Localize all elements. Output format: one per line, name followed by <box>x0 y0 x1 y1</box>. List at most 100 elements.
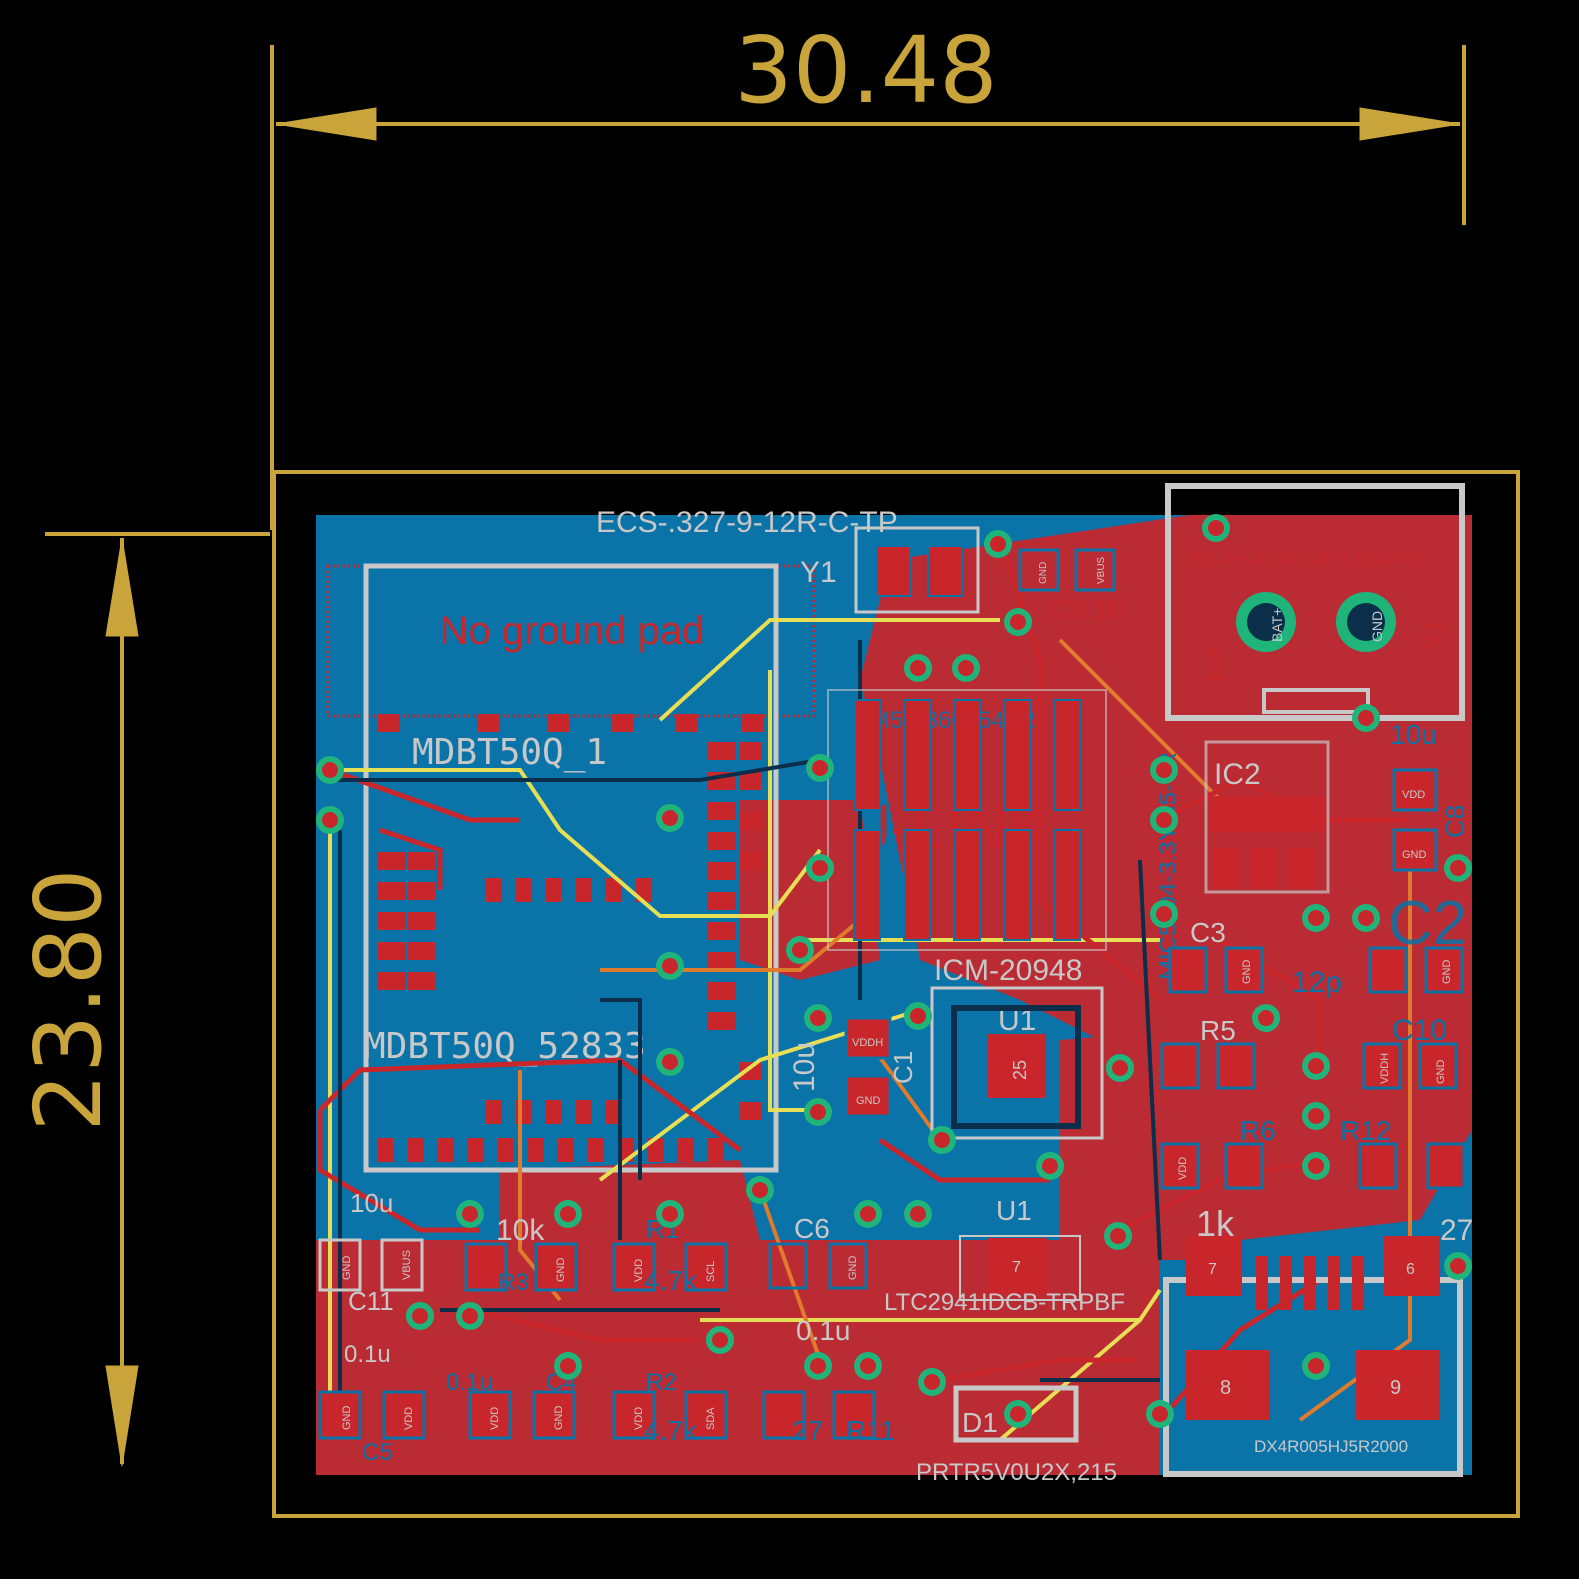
ldo-ref-label: IC2 <box>1214 758 1261 791</box>
ldo-pad-3 <box>1290 848 1316 888</box>
usb-pad-9-number: 9 <box>1390 1377 1401 1399</box>
c8-pad2-net: GND <box>1402 849 1427 861</box>
c10-label: C10 <box>1392 1014 1447 1047</box>
r1-pad2-net: SCL <box>705 1261 717 1282</box>
connector-pin2-label: GND <box>1369 611 1385 642</box>
via-hole <box>812 860 828 876</box>
r1-pad-1 <box>612 1242 656 1292</box>
via-hole <box>1156 906 1172 922</box>
usb-pad-8 <box>1186 1350 1270 1420</box>
c3-pad-1 <box>1168 946 1208 994</box>
r6-pad-2 <box>1224 1142 1264 1190</box>
via-hole <box>910 1206 926 1222</box>
c6-pad2-net: GND <box>847 1256 859 1281</box>
via-hole <box>662 810 678 826</box>
via-hole <box>924 1374 940 1390</box>
c1-value-label: 10u <box>788 1042 821 1092</box>
r11-value-label: 27 <box>792 1415 823 1446</box>
gauge-center-pad <box>988 1238 1048 1294</box>
c11-value-label: 10u <box>350 1188 393 1218</box>
via-hole <box>1042 1158 1058 1174</box>
connector-pin-number: 1 <box>1202 638 1228 690</box>
c8-pad1-net: VDD <box>1402 789 1425 801</box>
c1-label: C1 <box>888 1051 918 1084</box>
c3-pad-2 <box>1224 946 1264 994</box>
c10-pad2-net: GND <box>1435 1060 1447 1085</box>
module-pads <box>378 714 764 1162</box>
r3-pad-2 <box>534 1242 578 1292</box>
via-hole <box>1152 1406 1168 1422</box>
header-pads <box>853 699 1081 941</box>
c2-value-label: 12p <box>1292 966 1342 999</box>
via-hole <box>712 1332 728 1348</box>
r3-pad-1 <box>464 1242 508 1292</box>
via-hole <box>1358 910 1374 926</box>
c2-pad2-net: GND <box>1441 960 1453 985</box>
c11-pad1-net: GND <box>341 1256 353 1281</box>
c11-pad2-net: VBUS <box>401 1250 413 1280</box>
via-hole <box>810 1358 826 1374</box>
connector-hole-bat <box>1247 603 1285 641</box>
c4-pad1-net: VDD <box>489 1407 501 1430</box>
r2-pad-2 <box>684 1390 728 1440</box>
via-hole <box>1110 1228 1126 1244</box>
r6-label: R6 <box>1240 1115 1276 1146</box>
r2-pad1-net: VDD <box>633 1407 645 1430</box>
via-hole <box>1308 1108 1324 1124</box>
gauge-body <box>959 1235 1081 1301</box>
via-hole <box>1010 614 1026 630</box>
gauge-ref-label: U1 <box>996 1195 1032 1226</box>
c6-value-label: 0.1u <box>796 1315 851 1346</box>
via-hole <box>1208 520 1224 536</box>
width-dimension <box>270 45 1466 530</box>
via-hole <box>412 1308 428 1324</box>
c11-pad-2 <box>380 1238 424 1292</box>
via-hole <box>910 1008 926 1024</box>
via-hole <box>1308 1358 1324 1374</box>
header-outline <box>827 689 1107 951</box>
via-hole <box>812 760 828 776</box>
via-hole <box>990 536 1006 552</box>
r3-label: R3 <box>498 1269 529 1296</box>
connector-outline <box>1165 483 1465 721</box>
antenna-keepout <box>326 564 816 718</box>
via-hole <box>910 660 926 676</box>
c3-pad2-net: GND <box>1241 960 1253 985</box>
c5-value-label: 0.1u <box>344 1341 391 1368</box>
via-hole <box>792 942 808 958</box>
r1-pad1-net: VDD <box>633 1259 645 1282</box>
via-hole <box>934 1132 950 1148</box>
via-hole <box>560 1358 576 1374</box>
c1-pad-1 <box>844 1016 892 1060</box>
imu-center-pad-number: 25 <box>1010 1060 1030 1080</box>
via-hole <box>1156 762 1172 778</box>
c9-pad2-net: VBUS <box>1096 556 1107 584</box>
ldo-pad-1 <box>1214 848 1240 888</box>
crystal-outline <box>854 526 980 614</box>
c10-pad-2 <box>1418 1042 1458 1090</box>
imu-value-label: ICM-20948 <box>934 954 1082 987</box>
module-outline <box>363 563 779 1173</box>
r-27-label: 27 <box>1440 1214 1473 1247</box>
c3-label: C3 <box>1190 917 1226 948</box>
imu-body <box>951 1005 1081 1129</box>
cap-10u-label: 10u <box>1390 719 1437 750</box>
height-dimension-label: 23.80 <box>15 868 122 1131</box>
usb-pad-9 <box>1356 1350 1440 1420</box>
via-hole <box>322 762 338 778</box>
width-dimension-label: 30.48 <box>734 17 997 124</box>
c8-label: C8 <box>1440 805 1470 838</box>
via-hole <box>1010 1406 1026 1422</box>
c9-pad-1 <box>1018 548 1060 592</box>
connector-value-label: JST-XH-02-PIN-ROUND-PAD <box>1186 550 1424 570</box>
c11-pad-1 <box>318 1238 362 1292</box>
via-hole <box>1450 860 1466 876</box>
via-hole <box>1450 1258 1466 1274</box>
r2-pad-1 <box>612 1390 656 1440</box>
via-hole <box>462 1206 478 1222</box>
via-hole <box>662 1206 678 1222</box>
c4-pad2-net: GND <box>553 1406 565 1431</box>
ldo-pad-2 <box>1252 848 1278 888</box>
via-hole <box>860 1206 876 1222</box>
via-hole <box>322 812 338 828</box>
